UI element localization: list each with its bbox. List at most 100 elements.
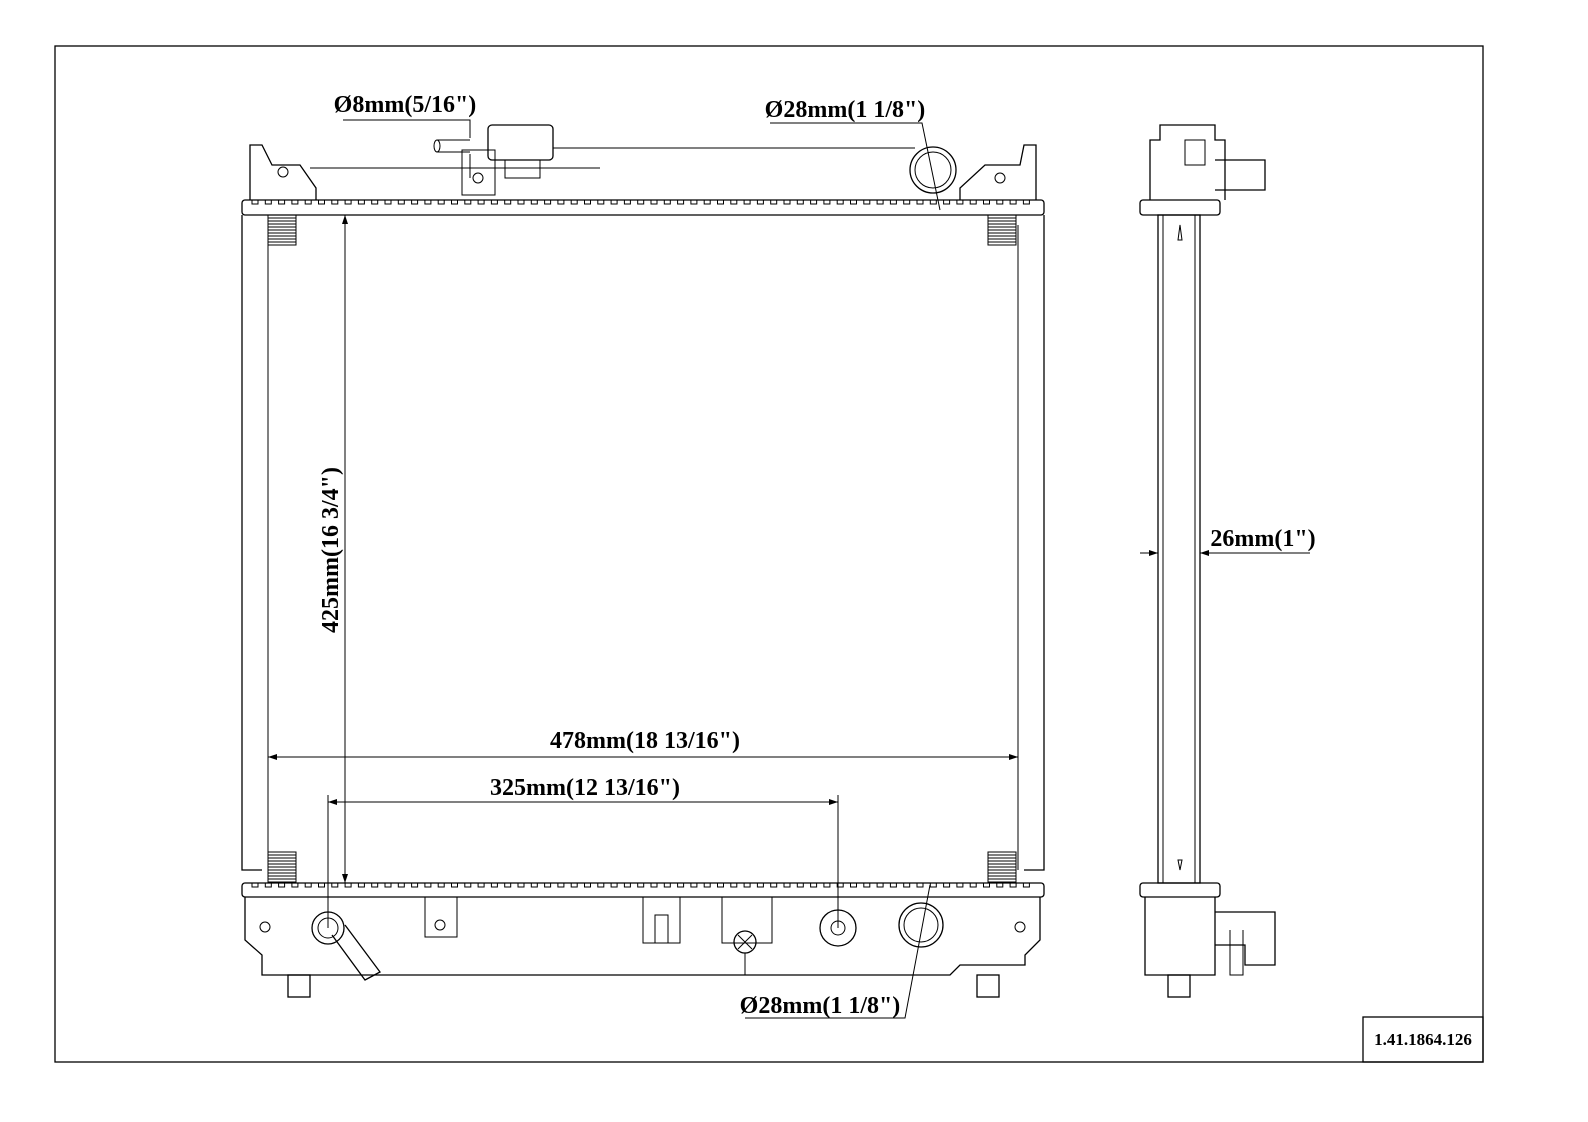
header-tooth <box>703 883 711 888</box>
header-tooth <box>384 200 392 205</box>
header-tooth <box>943 883 951 888</box>
header-tooth <box>331 200 339 205</box>
header-tooth <box>850 200 857 205</box>
part-number: 1.41.1864.126 <box>1374 1030 1472 1049</box>
header-tooth <box>304 200 312 205</box>
side-view <box>1139 124 1276 998</box>
header-tooth <box>504 200 512 205</box>
header-tooth <box>969 883 977 888</box>
header-tooth <box>850 883 857 888</box>
header-tooth <box>916 883 924 888</box>
header-tooth <box>557 200 565 205</box>
header-tooth <box>344 883 352 888</box>
header-tooth <box>357 200 365 205</box>
header-tooth <box>264 883 272 888</box>
header-tooth <box>756 883 764 888</box>
header-tooth <box>490 883 498 888</box>
header-tooth <box>597 883 605 888</box>
dimension-spacing: 325mm(12 13/16") <box>327 775 839 928</box>
header-tooth <box>743 883 751 888</box>
header-tooth <box>597 200 605 205</box>
header-tooth <box>530 883 538 888</box>
header-tooth <box>424 200 432 205</box>
header-tooth <box>278 200 286 205</box>
header-tooth <box>357 883 365 888</box>
header-tooth <box>623 883 631 888</box>
header-tooth <box>278 883 286 888</box>
header-tooth <box>371 883 379 888</box>
header-tooth <box>530 200 538 205</box>
svg-text:478mm(18 13/16"): 478mm(18 13/16") <box>550 728 740 754</box>
header-tooth <box>397 883 405 888</box>
dimension-bottom-hose: Ø28mm(1 1/8") <box>740 884 931 1019</box>
header-tooth <box>584 200 591 205</box>
header-tooth <box>650 200 658 205</box>
header-tooth <box>437 883 445 888</box>
header-tooth <box>1022 883 1030 888</box>
header-tooth <box>969 200 977 205</box>
header-tooth <box>424 883 432 888</box>
header-tooth <box>889 200 897 205</box>
header-tooth <box>717 883 724 888</box>
header-tooth <box>796 200 804 205</box>
header-tooth <box>743 200 751 205</box>
header-tooth <box>451 200 458 205</box>
front-view <box>241 124 1045 998</box>
dimension-overflow-tube: Ø8mm(5/16") <box>334 92 477 178</box>
title-block <box>1362 1016 1484 1063</box>
header-tooth <box>1009 200 1017 205</box>
header-tooth <box>544 883 552 888</box>
header-tooth <box>291 200 299 205</box>
dimension-height: 425mm(16 3/4") <box>318 215 348 883</box>
header-tooth <box>956 200 964 205</box>
header-tooth <box>464 200 472 205</box>
header-tooth <box>836 200 844 205</box>
header-tooth <box>637 200 645 205</box>
header-tooth <box>756 200 764 205</box>
header-tooth <box>264 200 272 205</box>
header-tooth <box>983 200 990 205</box>
header-tooth <box>903 883 911 888</box>
header-tooth <box>717 200 724 205</box>
header-tooth <box>318 200 325 205</box>
header-tooth <box>411 883 419 888</box>
header-tooth <box>490 200 498 205</box>
bottom-tank-header <box>241 882 1045 898</box>
header-tooth <box>397 200 405 205</box>
drawing-border <box>54 45 1484 1063</box>
dimension-thickness: 26mm(1") <box>1140 526 1316 556</box>
header-tooth <box>996 883 1004 888</box>
header-tooth <box>517 883 525 888</box>
header-tooth <box>371 200 379 205</box>
header-tooth <box>770 200 778 205</box>
header-tooth <box>384 883 392 888</box>
header-tooth <box>517 200 525 205</box>
header-tooth <box>823 200 831 205</box>
header-tooth <box>637 883 645 888</box>
header-tooth <box>1022 200 1030 205</box>
header-tooth <box>810 883 818 888</box>
header-tooth <box>477 200 485 205</box>
header-tooth <box>943 200 951 205</box>
header-tooth <box>610 883 618 888</box>
svg-text:Ø8mm(5/16"): Ø8mm(5/16") <box>334 92 477 118</box>
header-tooth <box>770 883 778 888</box>
header-tooth <box>504 883 512 888</box>
header-tooth <box>650 883 658 888</box>
header-tooth <box>318 883 325 888</box>
header-tooth <box>610 200 618 205</box>
header-tooth <box>477 883 485 888</box>
header-tooth <box>796 883 804 888</box>
header-tooth <box>876 883 884 888</box>
header-tooth <box>584 883 591 888</box>
header-tooth <box>623 200 631 205</box>
header-tooth <box>304 883 312 888</box>
header-tooth <box>437 200 445 205</box>
header-tooth <box>863 883 871 888</box>
bottom-hose-neck <box>898 902 944 948</box>
svg-text:325mm(12 13/16"): 325mm(12 13/16") <box>490 775 680 801</box>
header-tooth <box>331 883 339 888</box>
dimension-top-hose: Ø28mm(1 1/8") <box>765 97 941 211</box>
header-tooth <box>929 200 937 205</box>
